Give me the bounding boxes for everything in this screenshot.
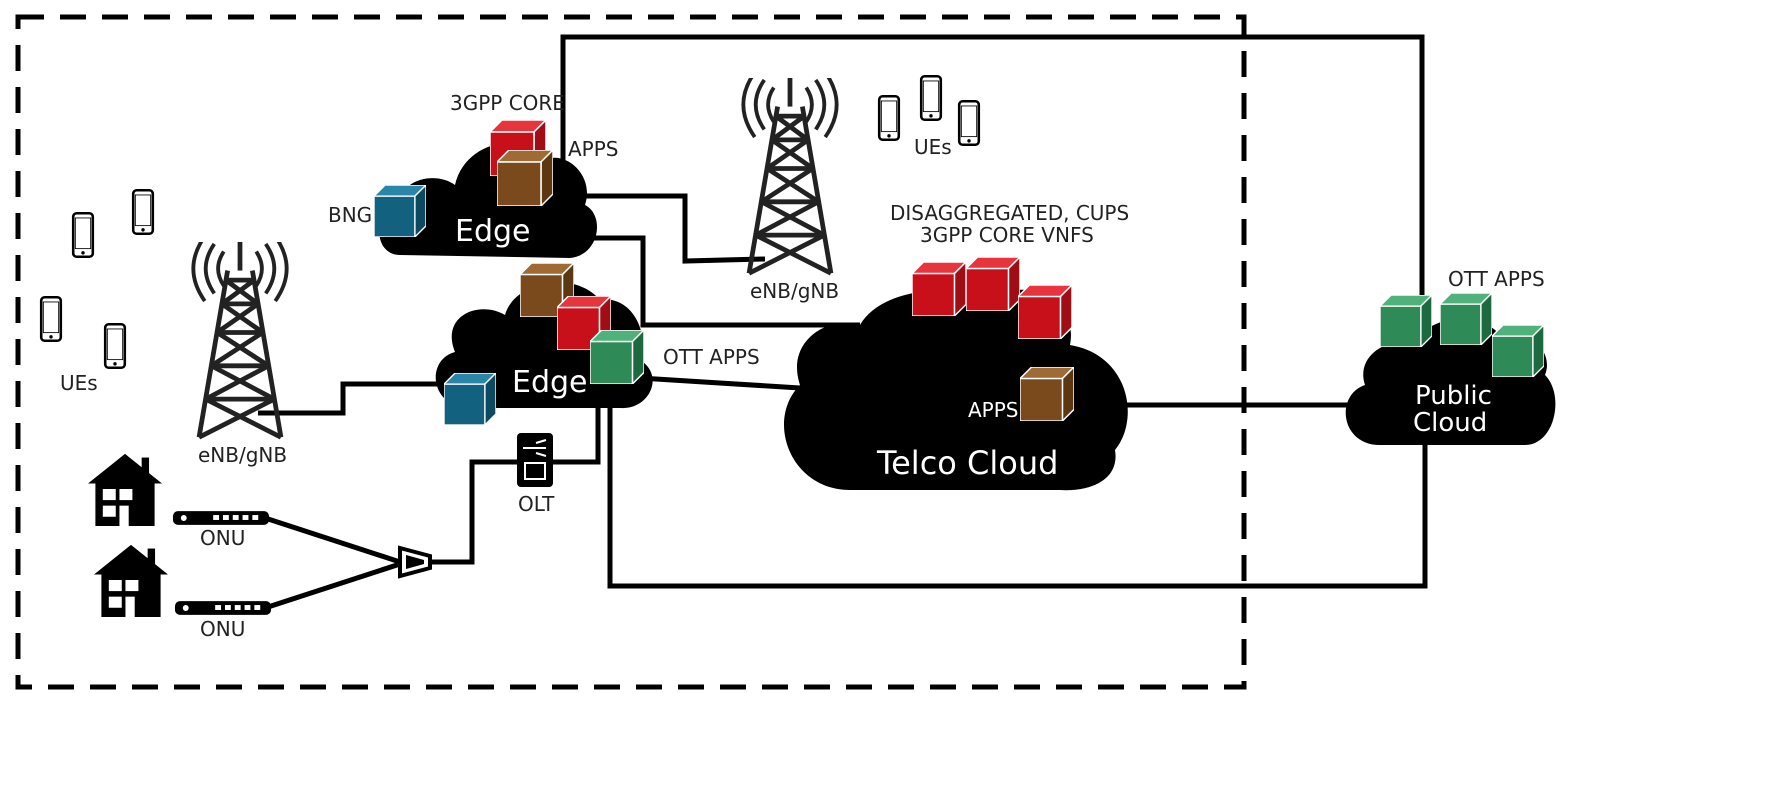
label-ott-apps-public: OTT APPS <box>1448 267 1545 291</box>
onu-device-icon <box>173 511 269 525</box>
label-apps-telco: APPS <box>968 398 1019 422</box>
label-bng: BNG <box>328 203 372 227</box>
label-ues-left: UEs <box>60 371 98 395</box>
olt-device-icon <box>517 433 553 487</box>
cell-tower-icon <box>743 72 836 273</box>
green-cube <box>1492 325 1544 377</box>
green-cube <box>590 330 644 384</box>
splitter-icon <box>398 545 432 579</box>
red-cube <box>1018 285 1072 339</box>
label-disaggregated: DISAGGREGATED, CUPS <box>890 201 1129 225</box>
green-cube <box>1440 293 1492 345</box>
phone-icon <box>921 76 941 119</box>
telco-cloud <box>784 289 1128 491</box>
phone-icon <box>959 101 979 144</box>
brown-cube <box>497 150 553 206</box>
phone-icon <box>133 190 153 233</box>
label-olt: OLT <box>518 492 555 516</box>
label-ues-top: UEs <box>914 135 952 159</box>
label-3gpp-core-vnfs: 3GPP CORE VNFS <box>920 223 1094 247</box>
phone-icon <box>105 324 125 367</box>
cell-tower-icon <box>193 236 286 437</box>
label-telco-cloud: Telco Cloud <box>876 444 1058 482</box>
red-cube <box>912 262 966 316</box>
access-domain-boundary <box>15 14 1247 690</box>
green-cube <box>1380 295 1432 347</box>
label-ott-apps-edge: OTT APPS <box>663 345 760 369</box>
label-cloud: Cloud <box>1413 408 1487 438</box>
brown-cube <box>1020 367 1074 421</box>
red-cube <box>966 257 1020 311</box>
label-edge-middle: Edge <box>512 365 588 400</box>
connection-lines <box>258 34 1428 610</box>
phone-icon <box>879 96 899 139</box>
teal-cube <box>444 373 496 425</box>
label-public: Public <box>1415 381 1492 411</box>
label-edge-top: Edge <box>455 214 531 249</box>
label-enb-left: eNB/gNB <box>198 443 287 467</box>
label-onu-bottom: ONU <box>200 617 245 641</box>
label-3gpp-core: 3GPP CORE <box>450 91 565 115</box>
onu-device-icon <box>175 601 271 615</box>
label-apps: APPS <box>568 137 619 161</box>
teal-cube <box>374 185 426 237</box>
house-icon <box>94 545 168 617</box>
label-onu-top: ONU <box>200 526 245 550</box>
label-enb-center: eNB/gNB <box>750 279 839 303</box>
phone-icon <box>73 213 93 256</box>
phone-icon <box>41 297 61 340</box>
house-icon <box>88 454 162 526</box>
